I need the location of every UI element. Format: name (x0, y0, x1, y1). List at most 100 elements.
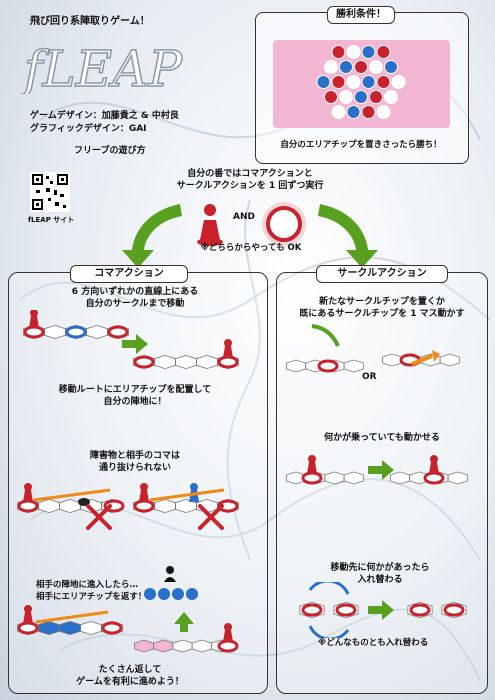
pawn-head (224, 623, 232, 631)
board-chip (346, 45, 361, 59)
hex-tile (38, 620, 60, 636)
or-label: OR (362, 372, 377, 382)
circle-chip (409, 603, 431, 617)
hex-tile (172, 639, 193, 653)
circle-anything: 何かが乗っていても動かせる (324, 433, 440, 443)
qr-code[interactable] (30, 172, 70, 212)
pawn-icon (223, 346, 233, 358)
hex-tile (382, 353, 402, 367)
person-icon (164, 566, 176, 582)
circle-chip (133, 355, 155, 369)
pawn-head (190, 483, 198, 491)
hex-tile (154, 498, 176, 514)
circle-chip (301, 471, 323, 485)
victory-caption: 自分のエリアチップを置きさったら勝ち！ (280, 140, 442, 150)
pawn-head (24, 483, 32, 491)
hex-tile (44, 324, 66, 340)
pawn-head (30, 310, 38, 317)
either-order-note: ※どちらからやっても OK (200, 243, 302, 253)
hex-tile (134, 639, 154, 653)
orange-arrow (33, 488, 111, 502)
how-to-play-heading: フリープの遊び方 (74, 146, 146, 156)
board-chip (369, 90, 383, 104)
board-chip (361, 105, 376, 119)
board-chip (346, 105, 361, 119)
board-chip (324, 60, 338, 74)
pawn-icon (23, 490, 33, 502)
board-chip (384, 60, 398, 74)
circle-action-panel (276, 272, 488, 694)
koma-area-1: 移動ルートにエリアチップを配置して (58, 385, 212, 395)
pawn-icon (223, 630, 233, 642)
circle-action-title: サークルアクション (316, 265, 448, 283)
circle-chip (423, 471, 445, 485)
board-chip (331, 45, 346, 59)
hex-tile (439, 353, 460, 367)
victory-board-image (273, 40, 450, 128)
hex-tile (86, 324, 108, 340)
circle-swap-2: 入れ替わる (357, 575, 403, 585)
logo-text: fLEAP (20, 40, 183, 94)
hex-tile (175, 354, 197, 370)
swap-arrows-icon (308, 582, 350, 638)
board-chip (361, 75, 376, 89)
orange-arrow (149, 488, 225, 502)
board-chip (361, 45, 376, 59)
game-design-credit: ゲームデザイン：加藤貴之 & 中村良 (30, 111, 179, 121)
board-chip (354, 60, 368, 74)
koma-block-illustration (17, 483, 239, 530)
hex-tile (447, 471, 468, 485)
circle-place-2: 既にあるサークルチップを 1 マス動かす (299, 309, 465, 319)
board-chip (331, 105, 346, 119)
branch-arrows (122, 204, 378, 268)
and-label: AND (233, 212, 255, 222)
koma-block-2: 通り抜けられない (98, 463, 171, 473)
circle-chip (17, 621, 39, 635)
obstacle-icon (78, 498, 90, 506)
board-chip (376, 45, 391, 59)
koma-move-2: 自分のサークルまで移動 (85, 299, 185, 309)
koma-many-1: たくさん返して (98, 665, 162, 675)
turn-illustration (197, 202, 306, 246)
board-chip (376, 75, 391, 89)
board-chip (376, 105, 391, 119)
koma-block-1: 障害物と相手のコマは (89, 451, 180, 461)
qr-code-icon (32, 174, 68, 210)
hex-tile (286, 359, 306, 373)
green-arrow-icon (368, 460, 394, 480)
victory-board-graphic (316, 45, 406, 119)
circle-chip (317, 359, 339, 373)
orange-arrow (35, 610, 109, 624)
hex-tile (196, 354, 218, 370)
green-curve-arrow-icon (311, 324, 340, 347)
circle-place-illustration (286, 324, 460, 373)
pawn-icon (307, 462, 317, 474)
hex-tile (191, 639, 212, 653)
koma-area-2: 自分の陣地に！ (103, 397, 167, 407)
board-chip (369, 60, 383, 74)
pawn-head (308, 455, 316, 463)
koma-enemy-illustration (17, 566, 239, 653)
hex-tile (343, 359, 364, 373)
koma-enemy-2: 相手にエリアチップを返す！ (36, 592, 147, 602)
circle-chip (217, 639, 239, 653)
koma-move-1: 6 方向いずれかの直線上にある (71, 287, 199, 297)
circle-swap-note: ※どんなものとも入れ替わる (318, 638, 429, 648)
hex-tile (38, 498, 60, 514)
board-chip (316, 75, 331, 89)
circle-swap-illustration (299, 582, 467, 638)
orange-arrow-icon (411, 354, 433, 366)
graphic-design-credit: グラフィックデザイン：GAI (30, 124, 147, 134)
board-chip (339, 90, 353, 104)
circle-chip (101, 621, 123, 635)
game-logo: fLEAP (19, 34, 220, 99)
board-chip (354, 90, 368, 104)
hex-tile (324, 471, 345, 485)
circle-chip (107, 325, 129, 339)
board-chip (339, 60, 353, 74)
victory-title: 勝利条件！ (327, 6, 395, 24)
green-up-arrow-icon (174, 612, 194, 632)
circle-chip (443, 603, 465, 617)
qr-label: fLEAP サイト (28, 216, 75, 224)
circle-chip (133, 499, 155, 513)
